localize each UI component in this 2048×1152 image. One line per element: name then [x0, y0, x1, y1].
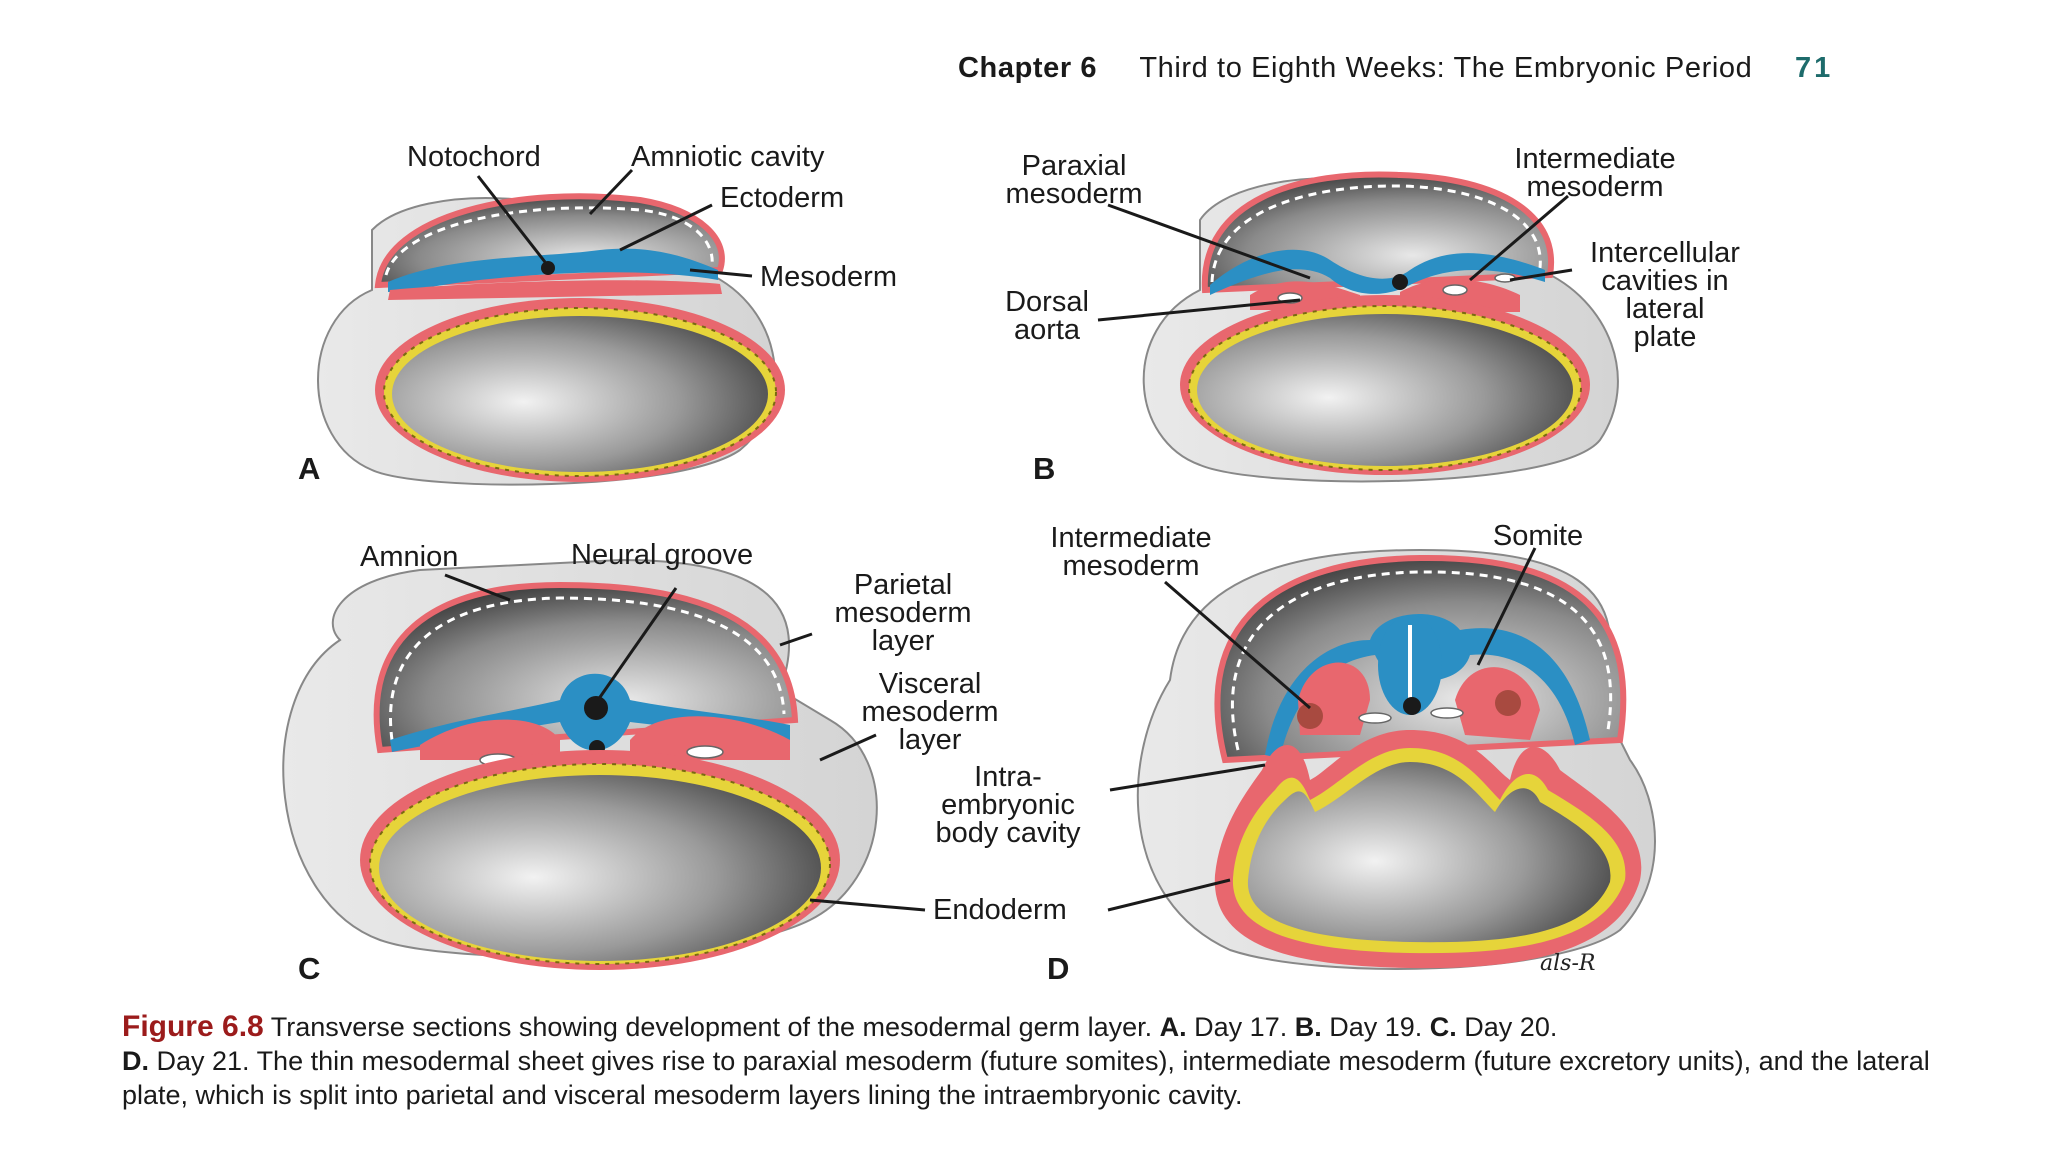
- label-intercellular-3: lateral: [1626, 293, 1705, 325]
- panel-letters: A B C D: [298, 451, 1069, 986]
- label-paraxial-1: Paraxial: [1022, 150, 1127, 182]
- caption-d: D.: [122, 1046, 149, 1076]
- leader-lines: [444, 168, 1573, 912]
- page-number: 71: [1795, 52, 1834, 84]
- label-paraxial-2: mesoderm: [1006, 178, 1143, 210]
- label-parietal-2: mesoderm: [835, 597, 972, 629]
- label-neural-groove: Neural groove: [571, 539, 753, 571]
- label-intercellular-2: cavities in: [1601, 265, 1728, 297]
- chapter-title: Third to Eighth Weeks: The Embryonic Per…: [1139, 52, 1753, 84]
- panel-a-embryo: [317, 193, 785, 486]
- label-visceral-3: layer: [899, 724, 962, 756]
- caption-a: A.: [1159, 1012, 1187, 1042]
- caption-b: B.: [1294, 1012, 1322, 1042]
- caption-a-text: Day 17.: [1186, 1012, 1295, 1042]
- label-visceral-2: mesoderm: [862, 696, 999, 728]
- label-d-intermediate-1: Intermediate: [1050, 522, 1211, 554]
- label-visceral-1: Visceral: [879, 668, 982, 700]
- label-amniotic-cavity: Amniotic cavity: [631, 141, 825, 173]
- label-endoderm: Endoderm: [933, 894, 1067, 926]
- artist-signature: als-R: [1540, 951, 1595, 976]
- caption-d-text: Day 21. The thin mesodermal sheet gives …: [122, 1046, 1930, 1110]
- label-amnion: Amnion: [360, 541, 458, 573]
- figure-caption: Figure 6.8 Transverse sections showing d…: [122, 1010, 1952, 1112]
- panel-letter-c: C: [298, 951, 320, 986]
- label-intra-3: body cavity: [935, 817, 1081, 849]
- label-intra-2: embryonic: [941, 789, 1075, 821]
- label-intra-1: Intra-: [974, 761, 1042, 793]
- embryo-diagram: Notochord Amniotic cavity Ectoderm Mesod…: [282, 141, 1740, 986]
- label-dorsal-1: Dorsal: [1005, 286, 1089, 318]
- label-ectoderm: Ectoderm: [720, 182, 844, 214]
- label-parietal-1: Parietal: [854, 569, 952, 601]
- label-parietal-3: layer: [872, 625, 935, 657]
- page-header: Chapter 6 Third to Eighth Weeks: The Emb…: [958, 52, 1833, 85]
- label-notochord: Notochord: [407, 141, 541, 173]
- caption-b-text: Day 19.: [1321, 1012, 1430, 1042]
- panel-letter-d: D: [1047, 951, 1069, 986]
- caption-c-text: Day 20.: [1456, 1012, 1558, 1042]
- panel-letter-a: A: [298, 451, 320, 486]
- diagram-labels: Notochord Amniotic cavity Ectoderm Mesod…: [360, 141, 1740, 976]
- label-b-intermediate-1: Intermediate: [1514, 143, 1675, 175]
- chapter-label: Chapter 6: [958, 52, 1098, 84]
- panel-c-embryo: [282, 558, 878, 970]
- figure-number: Figure 6.8: [122, 1010, 264, 1043]
- label-dorsal-2: aorta: [1014, 314, 1081, 346]
- label-mesoderm: Mesoderm: [760, 261, 897, 293]
- label-b-intermediate-2: mesoderm: [1527, 171, 1664, 203]
- caption-intro: Transverse sections showing development …: [263, 1012, 1160, 1042]
- label-d-intermediate-2: mesoderm: [1063, 550, 1200, 582]
- panel-letter-b: B: [1033, 451, 1055, 486]
- label-intercellular-4: plate: [1634, 321, 1697, 353]
- panel-d-embryo: [1136, 548, 1656, 970]
- label-intercellular-1: Intercellular: [1590, 237, 1740, 269]
- panel-b-embryo: [1142, 171, 1619, 483]
- label-somite: Somite: [1493, 520, 1583, 552]
- caption-c: C.: [1429, 1012, 1457, 1042]
